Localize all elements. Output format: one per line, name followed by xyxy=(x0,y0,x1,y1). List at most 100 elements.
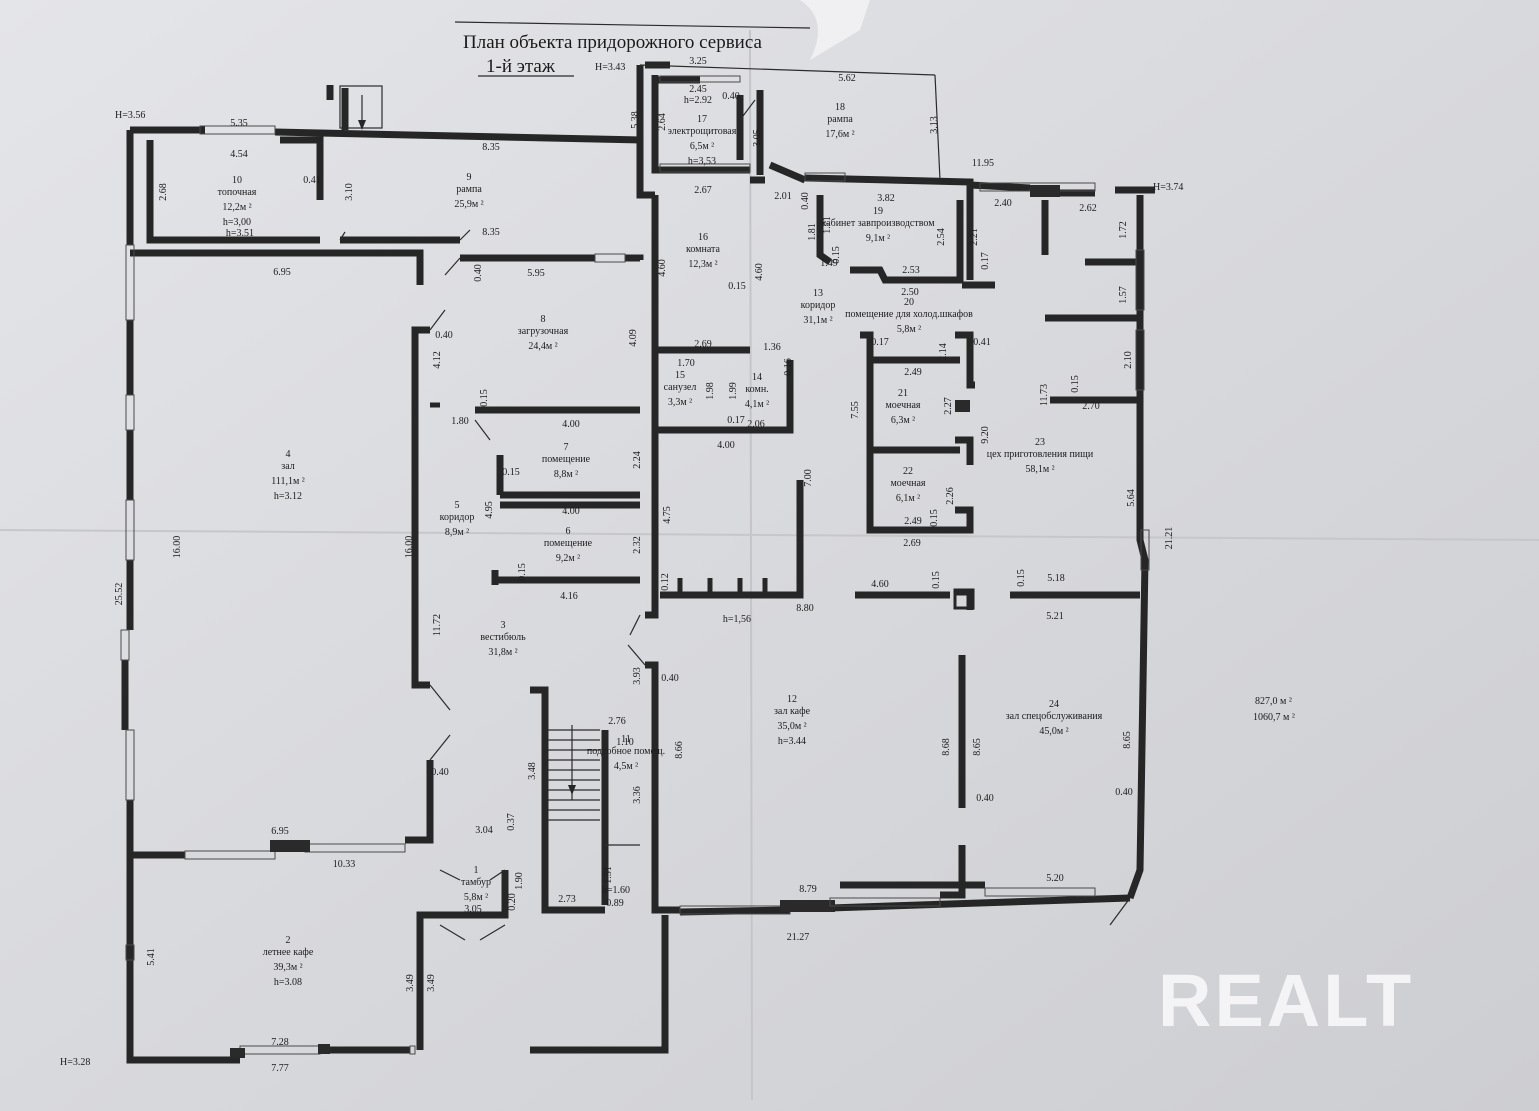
room-name: цех приготовления пищи xyxy=(987,449,1094,460)
room-number: 2 xyxy=(286,935,291,946)
room-area: 12,2м ² xyxy=(222,202,251,213)
dimension-label: 4.75 xyxy=(662,506,673,524)
dimension-label: 0.15 xyxy=(502,467,520,478)
dimension-label: 2.76 xyxy=(608,716,626,727)
dimension-label: 5.62 xyxy=(838,73,856,84)
room-height: h=3,53 xyxy=(688,156,716,167)
dimension-label: 0.15 xyxy=(929,509,940,527)
dimension-label: 0.40 xyxy=(473,264,484,282)
total-area-1: 827,0 м ² xyxy=(1255,696,1292,707)
room-area: 6,1м ² xyxy=(896,493,920,504)
dimension-label: 3.82 xyxy=(877,193,895,204)
room-number: 23 xyxy=(1035,437,1045,448)
dimension-label: 2.45 xyxy=(689,84,707,95)
dimension-label: 2.69 xyxy=(903,538,921,549)
room-area: 9,1м ² xyxy=(866,233,890,244)
room-number: 13 xyxy=(813,288,823,299)
dimension-label: 8.79 xyxy=(799,884,817,895)
dimension-label: 3.10 xyxy=(344,183,355,201)
dimension-label: 16.00 xyxy=(404,536,415,559)
dimension-label: 0.17 xyxy=(727,415,745,426)
dimension-label: 0.41 xyxy=(973,337,991,348)
dimension-label: 1.71 xyxy=(822,216,833,234)
room-name: рампа xyxy=(456,184,482,195)
dimension-label: 8.68 xyxy=(941,738,952,756)
dimension-label: 2.40 xyxy=(994,198,1012,209)
dimension-label: 1.49 xyxy=(820,258,838,269)
room-name: тамбур xyxy=(461,877,491,888)
dimension-label: 1.70 xyxy=(677,358,695,369)
room-number: 12 xyxy=(787,694,797,705)
room-area: 31,1м ² xyxy=(803,315,832,326)
dimension-label: 2.27 xyxy=(943,397,954,415)
room-number: 11 xyxy=(621,734,631,745)
dimension-label: 11.72 xyxy=(432,614,443,636)
dimension-label: 2.01 xyxy=(774,191,792,202)
dimension-label: 0.40 xyxy=(800,192,811,210)
room-name: топочная xyxy=(218,187,257,198)
dimension-label: 4.95 xyxy=(484,501,495,519)
dimension-label: 0.15 xyxy=(728,281,746,292)
dimension-label: 0.41 xyxy=(303,175,321,186)
dimension-label: 3.13 xyxy=(929,116,940,134)
room-number: 15 xyxy=(675,370,685,381)
room-area: 31,8м ² xyxy=(488,647,517,658)
dimension-label: 2.64 xyxy=(657,113,668,131)
room-name: комн. xyxy=(745,384,768,395)
dimension-label: 1.99 xyxy=(728,382,739,400)
room-name: коридор xyxy=(440,512,475,523)
dimension-label: 0.15 xyxy=(479,389,490,407)
room-area: 39,3м ² xyxy=(273,962,302,973)
dimension-label: 0.40 xyxy=(1115,787,1133,798)
windows-and-details xyxy=(120,64,1150,1058)
dimension-label: 3.48 xyxy=(527,762,538,780)
door-swings xyxy=(339,99,1131,941)
dimension-label: 2.32 xyxy=(632,536,643,554)
room-name: летнее кафе xyxy=(263,947,314,958)
room-name: рампа xyxy=(827,114,853,125)
floor-title: 1-й этаж xyxy=(486,56,556,77)
room-height: h=3.08 xyxy=(274,977,302,988)
dimension-label: 1.90 xyxy=(514,872,525,890)
dimension-label: 8.66 xyxy=(674,741,685,759)
dimension-label: 16.00 xyxy=(172,536,183,559)
dimension-label: 4.00 xyxy=(562,419,580,430)
room-number: 22 xyxy=(903,466,913,477)
height-marker: H=3.28 xyxy=(60,1057,90,1068)
room-name: коридор xyxy=(801,300,836,311)
dimension-label: 4.60 xyxy=(657,259,668,277)
room-area: 12,3м ² xyxy=(688,259,717,270)
dimension-label: 4.60 xyxy=(871,579,889,590)
dimension-label: 2.14 xyxy=(938,343,949,361)
dimension-label: 3.36 xyxy=(632,786,643,804)
room-number: 16 xyxy=(698,232,708,243)
dimension-label: 0.89 xyxy=(606,898,624,909)
dimension-label: 4.54 xyxy=(230,149,248,160)
room-height: h=3.44 xyxy=(778,736,806,747)
dimension-label: 0.16 xyxy=(783,358,794,376)
height-marker: H=3.43 xyxy=(595,62,625,73)
room-name: зал кафе xyxy=(774,706,811,717)
dimension-label: 1.10 xyxy=(616,737,634,748)
dimension-label: 5.21 xyxy=(1046,611,1064,622)
room-number: 1 xyxy=(474,865,479,876)
dimension-label: 2.68 xyxy=(158,183,169,201)
room-height: h=3.12 xyxy=(274,491,302,502)
dimension-label: 8.65 xyxy=(972,738,983,756)
dimension-label: 4.12 xyxy=(432,351,443,369)
dimension-label: 3.04 xyxy=(475,825,493,836)
dimension-label: 7.00 xyxy=(803,469,814,487)
dimension-label: 2.21 xyxy=(969,228,980,246)
dimension-label: 5.20 xyxy=(1046,873,1064,884)
dimension-label: 0.15 xyxy=(1016,569,1027,587)
dimension-label: 7.55 xyxy=(850,401,861,419)
room-area: 6,5м ² xyxy=(690,141,714,152)
dimension-label: 5.95 xyxy=(527,268,545,279)
dimension-label: 0.40 xyxy=(722,91,740,102)
room-number: 10 xyxy=(232,175,242,186)
dimension-label: 0.15 xyxy=(831,246,842,264)
plan-title: План объекта придорожного сервиса xyxy=(463,32,763,53)
